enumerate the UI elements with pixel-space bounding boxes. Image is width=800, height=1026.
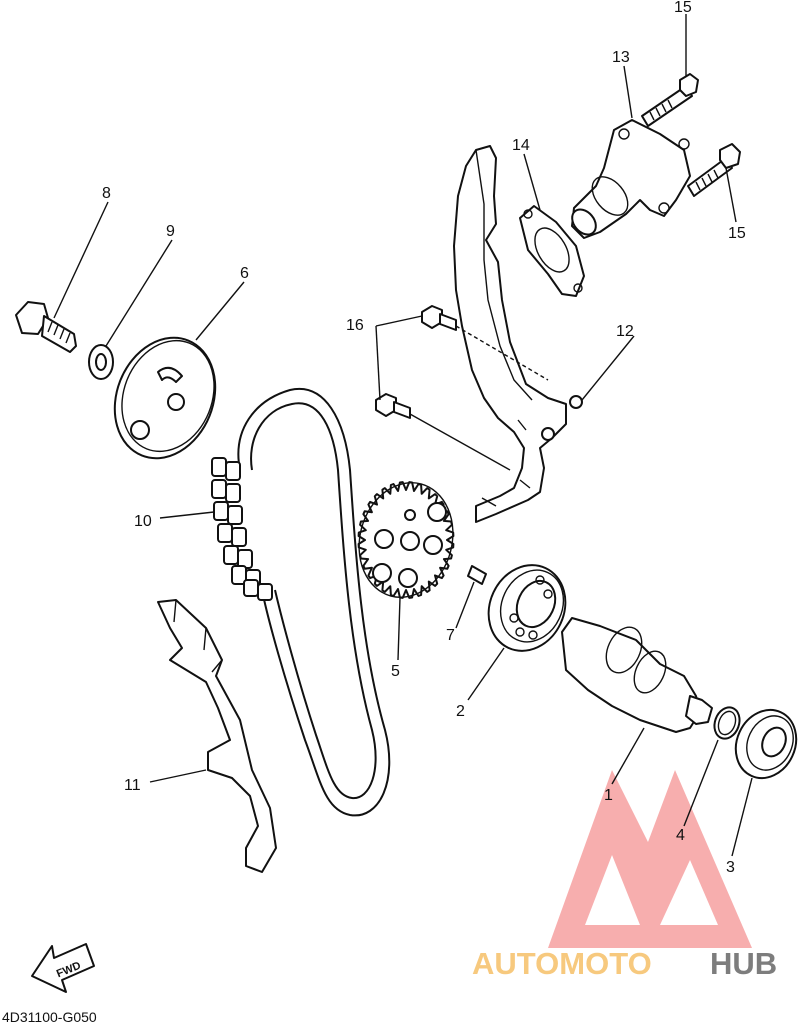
- watermark-text-secondary: HUB: [710, 946, 777, 981]
- chain-links: [211, 457, 273, 601]
- chain-tensioner-13: [571, 119, 691, 239]
- callout-1: 1: [604, 787, 613, 804]
- callout-2: 2: [456, 703, 465, 720]
- chain-guide-11: [157, 599, 277, 873]
- diagram-code: 4D31100-G050: [2, 1009, 97, 1025]
- callout-13: 13: [612, 49, 630, 66]
- bolt-15-lower: [687, 143, 741, 197]
- leader-lines: [53, 14, 753, 857]
- tensioner-guide-12: [453, 145, 583, 523]
- callout-11: 11: [124, 777, 141, 794]
- o-ring-4: [713, 706, 741, 740]
- callout-numbers: 8 9 6 10 11 5 7 2 1 4 3 12 13 14 15 15 1…: [102, 0, 746, 876]
- callout-16: 16: [346, 317, 364, 334]
- watermark-logo: [548, 770, 752, 948]
- callout-15-top: 15: [674, 0, 692, 16]
- timing-chain-10: [211, 387, 391, 817]
- callout-10: 10: [134, 513, 152, 530]
- callout-3: 3: [726, 859, 735, 876]
- bearing-3: [734, 708, 798, 780]
- callout-8: 8: [102, 185, 111, 202]
- callout-9: 9: [166, 223, 175, 240]
- fwd-arrow-icon: FWD: [31, 943, 95, 993]
- bolt-16-upper: [421, 305, 457, 331]
- gasket-14: [519, 205, 585, 297]
- washer-9: [88, 344, 114, 380]
- callout-5: 5: [391, 663, 400, 680]
- watermark-text-primary: AUTOMOTO: [472, 946, 652, 981]
- cam-sprocket-5: [357, 481, 455, 599]
- camshaft-1: [561, 617, 713, 733]
- bearing-2: [487, 564, 567, 652]
- plate-6: [113, 336, 217, 460]
- callout-4: 4: [676, 827, 685, 844]
- callout-7: 7: [446, 627, 455, 644]
- pin-7: [467, 565, 487, 585]
- callout-6: 6: [240, 265, 249, 282]
- callout-15-right: 15: [728, 225, 746, 242]
- callout-12: 12: [616, 323, 634, 340]
- bolt-15-upper: [641, 73, 699, 127]
- bolt-8: [15, 301, 77, 353]
- callout-14: 14: [512, 137, 530, 154]
- bolt-16-lower: [375, 393, 411, 419]
